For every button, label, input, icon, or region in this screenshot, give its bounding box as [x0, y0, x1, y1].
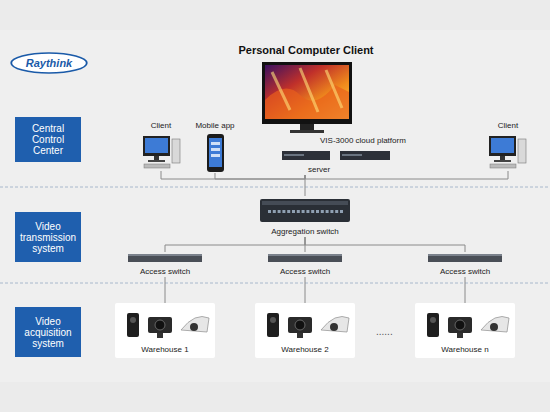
warehouse-box: Warehouse 2 — [255, 303, 355, 358]
client-node: Client — [139, 121, 183, 171]
access-switch-icon — [128, 254, 202, 262]
warehouse-cameras — [255, 303, 355, 358]
node-label: Access switch — [280, 267, 330, 277]
diagram-title: Personal Computer Client — [156, 44, 456, 57]
port — [282, 210, 285, 213]
warehouse-cameras — [115, 303, 215, 358]
connector-line — [305, 175, 306, 196]
port — [330, 210, 333, 213]
port — [297, 210, 300, 213]
mobile-node: Mobile app — [193, 121, 236, 173]
panel — [0, 30, 550, 382]
switch-node: Aggregation switch — [258, 196, 352, 237]
monitor — [262, 62, 352, 133]
computer-icon — [489, 136, 526, 168]
computer-icon — [143, 136, 180, 168]
port — [311, 210, 314, 213]
port — [287, 210, 290, 213]
switch-node: Access switch — [425, 252, 505, 277]
separator — [0, 187, 550, 188]
node-label: Video acquisition system — [18, 316, 78, 349]
node-label: Raythink — [10, 52, 88, 74]
port — [278, 210, 281, 213]
port — [306, 210, 309, 213]
node-label: Mobile app — [195, 121, 234, 131]
system-band: Video acquisition system — [15, 307, 81, 357]
node-label: Access switch — [440, 267, 490, 277]
server-node: VIS-3000 cloud platform server — [278, 136, 410, 175]
aggregation-switch — [260, 199, 350, 222]
port — [321, 210, 324, 213]
node-label: Access switch — [140, 267, 190, 277]
system-band: Video transmission system — [15, 212, 81, 262]
connector-line — [165, 237, 305, 252]
separator — [0, 283, 550, 284]
node-label: Warehouse 2 — [281, 345, 328, 355]
port — [335, 210, 338, 213]
warehouse-cameras — [415, 303, 515, 358]
access-switch-icon — [268, 254, 342, 262]
switch-node: Access switch — [265, 252, 345, 277]
connector-line — [305, 277, 306, 303]
node-label: Client — [498, 121, 518, 131]
connector-line — [215, 173, 305, 179]
warehouse-box: Warehouse 1 — [115, 303, 215, 358]
system-band: Central Control Center — [15, 117, 81, 162]
server-rack — [282, 151, 390, 160]
port — [268, 210, 271, 213]
port — [326, 210, 329, 213]
warehouse-box: Warehouse n — [415, 303, 515, 358]
node-label: Aggregation switch — [271, 227, 339, 237]
connector-line — [465, 277, 466, 303]
port — [292, 210, 295, 213]
node-label: Central Control Center — [18, 123, 78, 156]
port — [273, 210, 276, 213]
node-label: Client — [151, 121, 171, 131]
node-label: VIS-3000 cloud platform — [320, 136, 406, 146]
port — [340, 210, 343, 213]
connector-line — [161, 171, 305, 179]
ellipsis-label: ...... — [376, 326, 393, 338]
port — [302, 210, 305, 213]
node-label: Warehouse 1 — [141, 345, 188, 355]
connector-line — [305, 171, 508, 179]
node-label: Warehouse n — [441, 345, 488, 355]
logo-oval: Raythink — [10, 52, 88, 74]
connector-line — [305, 237, 465, 252]
node-label: server — [308, 165, 330, 175]
port — [316, 210, 319, 213]
connector-line — [165, 277, 166, 303]
node-label: Video transmission system — [18, 221, 78, 254]
switch-node: Access switch — [125, 252, 205, 277]
access-switch-icon — [428, 254, 502, 262]
client-node: Client — [486, 121, 530, 171]
phone — [207, 134, 224, 172]
